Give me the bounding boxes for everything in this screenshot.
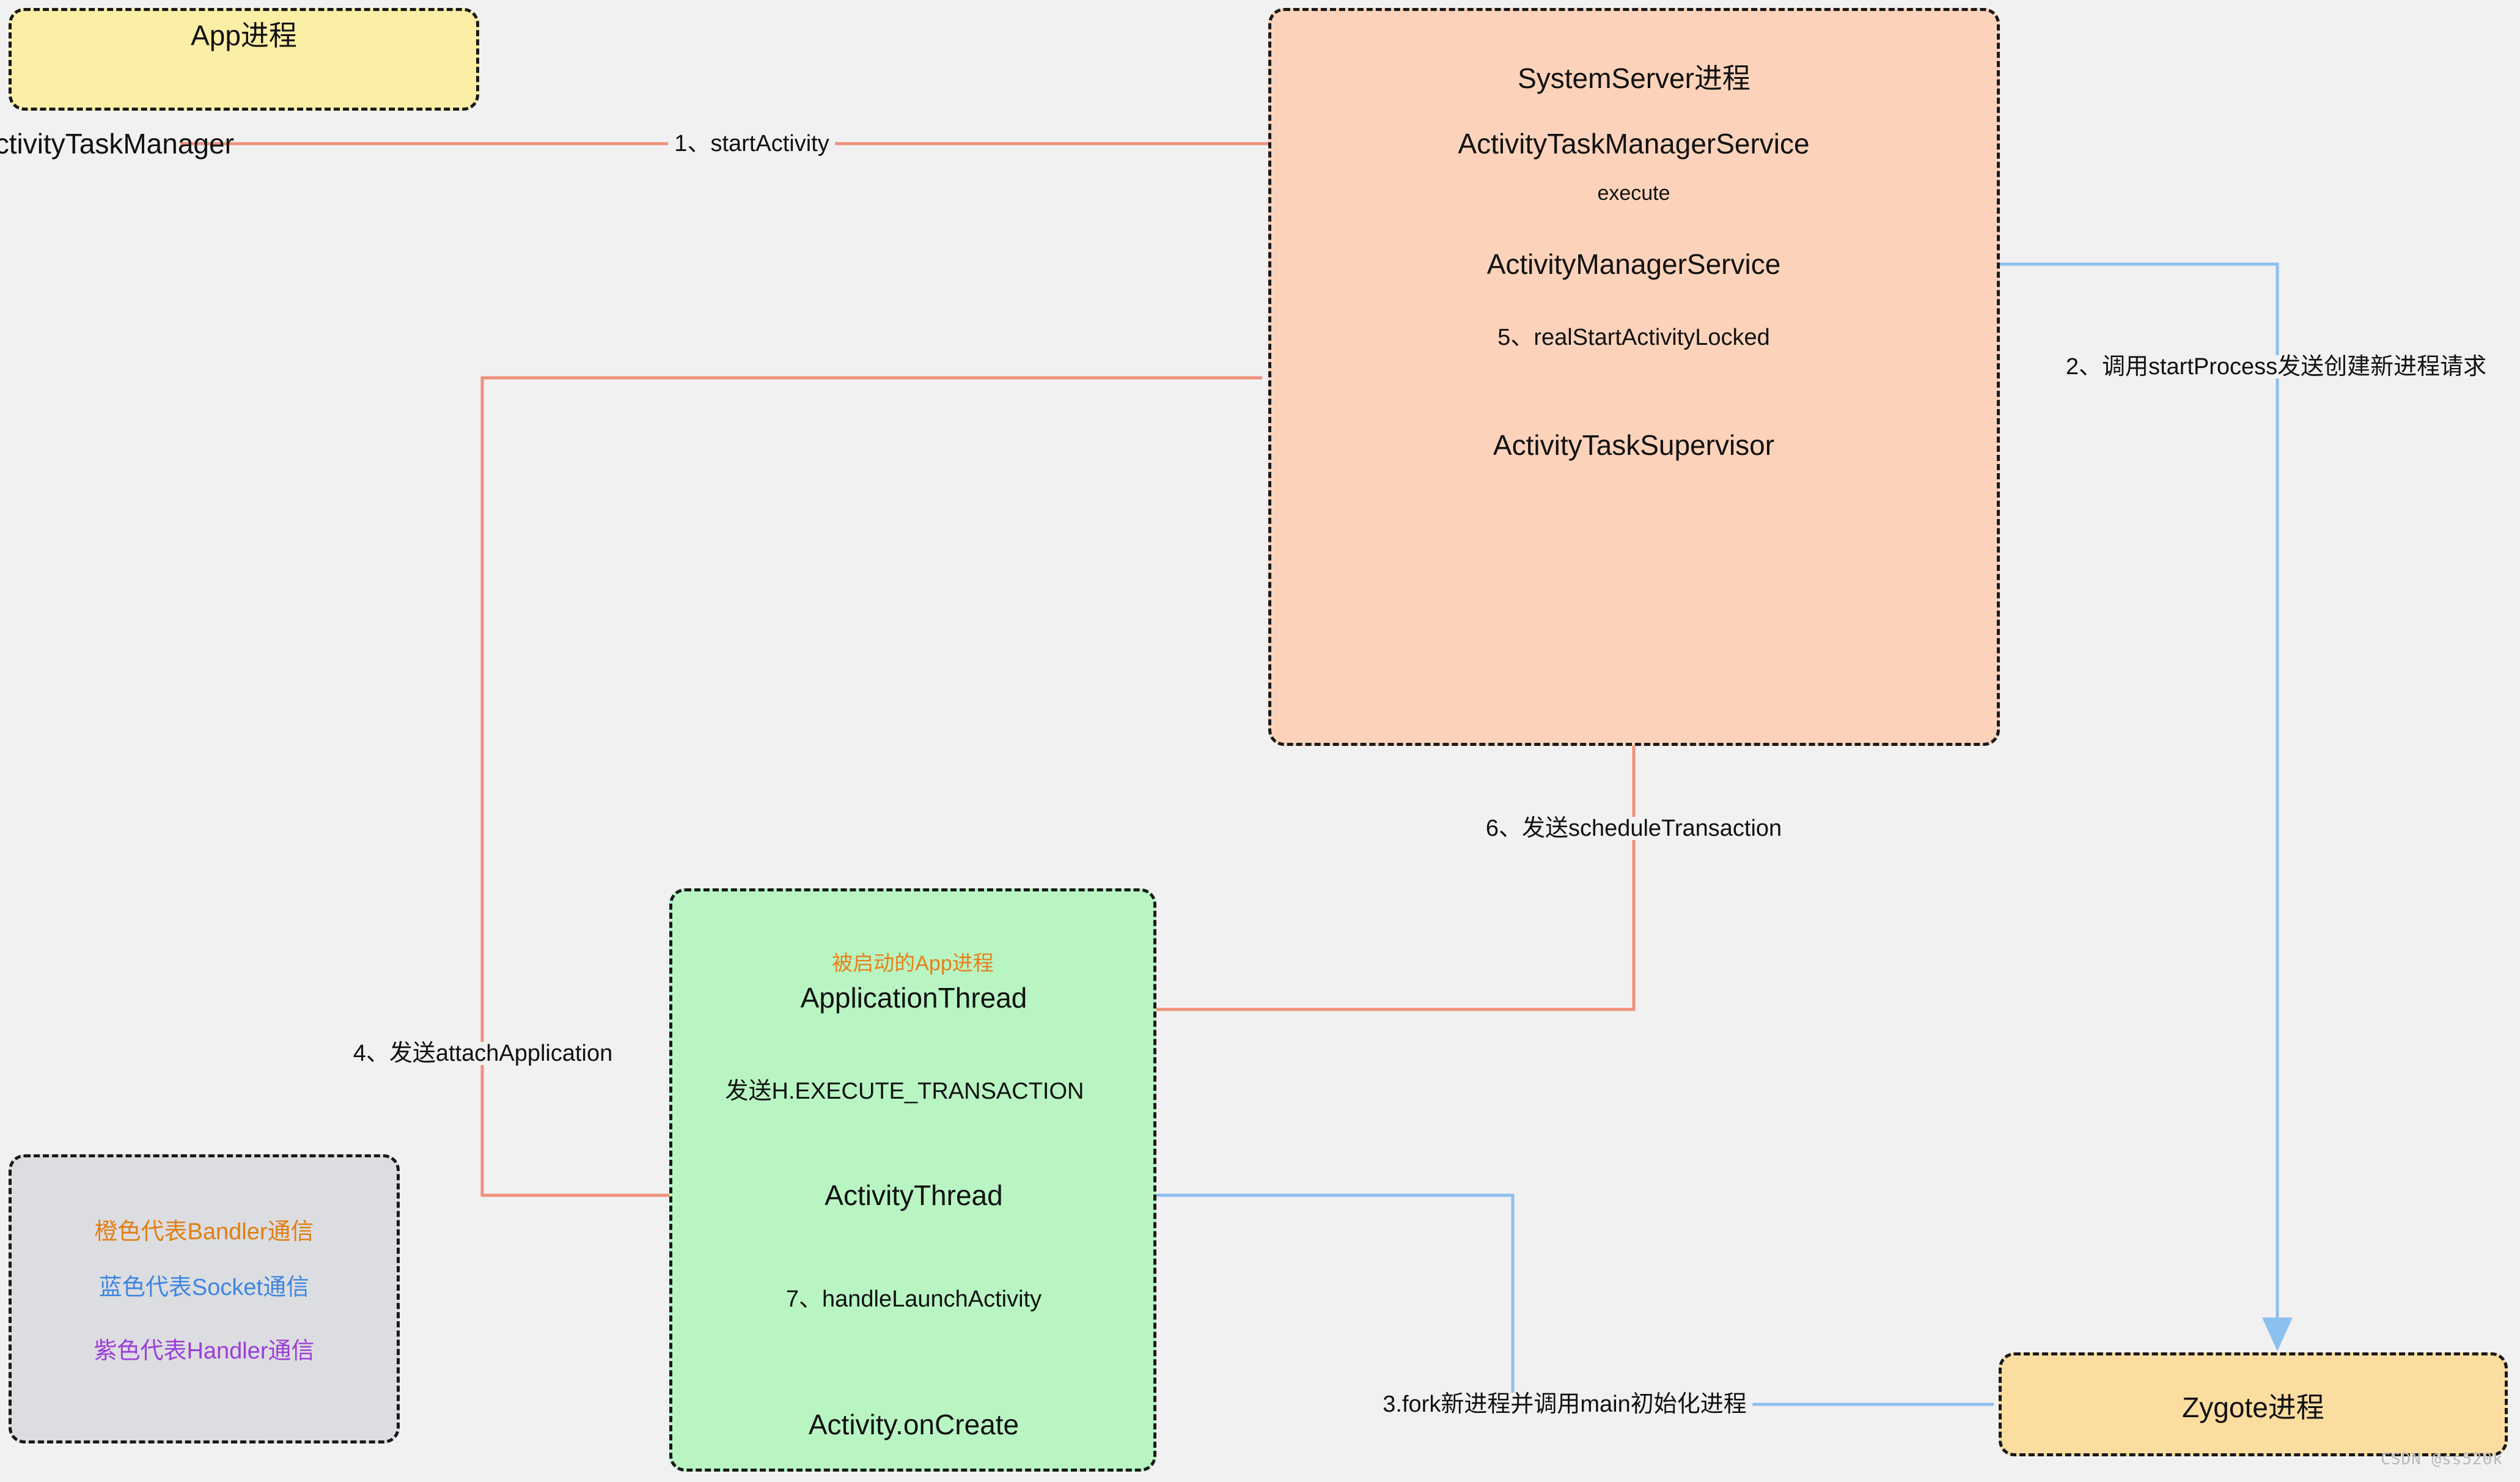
label-schedule-transaction: 6、发送scheduleTransaction [1479, 817, 1788, 840]
node-application-thread[interactable]: ApplicationThread [800, 982, 1027, 1014]
legend-box[interactable]: 橙色代表Bandler通信 蓝色代表Socket通信 紫色代表Handler通信 [9, 1154, 400, 1443]
legend-item-handler: 紫色代表Handler通信 [94, 1338, 315, 1364]
legend-item-binder: 橙色代表Bandler通信 [94, 1219, 314, 1245]
app-process-box[interactable]: App进程 [9, 8, 479, 111]
edge-fork-new-process [1035, 1180, 1994, 1406]
label-start-process: 2、调用startProcess发送创建新进程请求 [2059, 355, 2493, 378]
zygote-process-title: Zygote进程 [2182, 1392, 2324, 1423]
label-real-start-activity-locked: 5、realStartActivityLocked [1491, 326, 1776, 349]
label-execute: execute [1591, 183, 1677, 204]
watermark: CSDN @ss520k [2381, 1450, 2503, 1469]
app-process-title: App进程 [191, 20, 297, 51]
node-activity-oncreate[interactable]: Activity.onCreate [808, 1409, 1019, 1440]
node-activity-thread[interactable]: ActivityThread [825, 1179, 1003, 1211]
node-activity-task-manager-service[interactable]: ActivityTaskManagerService [1458, 128, 1810, 160]
label-start-activity: 1、startActivity [668, 132, 836, 155]
started-app-process-box[interactable]: 被启动的App进程 [669, 888, 1156, 1472]
zygote-process-box[interactable]: Zygote进程 [1999, 1352, 2508, 1456]
label-handle-launch-activity: 7、handleLaunchActivity [779, 1288, 1048, 1311]
node-activity-task-manager[interactable]: ActivityTaskManager [0, 128, 234, 160]
legend-item-socket: 蓝色代表Socket通信 [98, 1275, 310, 1300]
label-attach-application: 4、发送attachApplication [347, 1042, 619, 1065]
started-app-process-title: 被启动的App进程 [832, 952, 994, 975]
node-activity-manager-service[interactable]: ActivityManagerService [1486, 248, 1781, 280]
label-fork-new-process: 3.fork新进程并调用main初始化进程 [1376, 1393, 1753, 1416]
node-activity-task-supervisor[interactable]: ActivityTaskSupervisor [1493, 429, 1775, 461]
system-server-title: SystemServer进程 [1518, 62, 1750, 94]
label-execute-transaction: 发送H.EXECUTE_TRANSACTION [719, 1080, 1090, 1103]
system-server-process-box[interactable]: SystemServer进程 [1268, 8, 2000, 746]
